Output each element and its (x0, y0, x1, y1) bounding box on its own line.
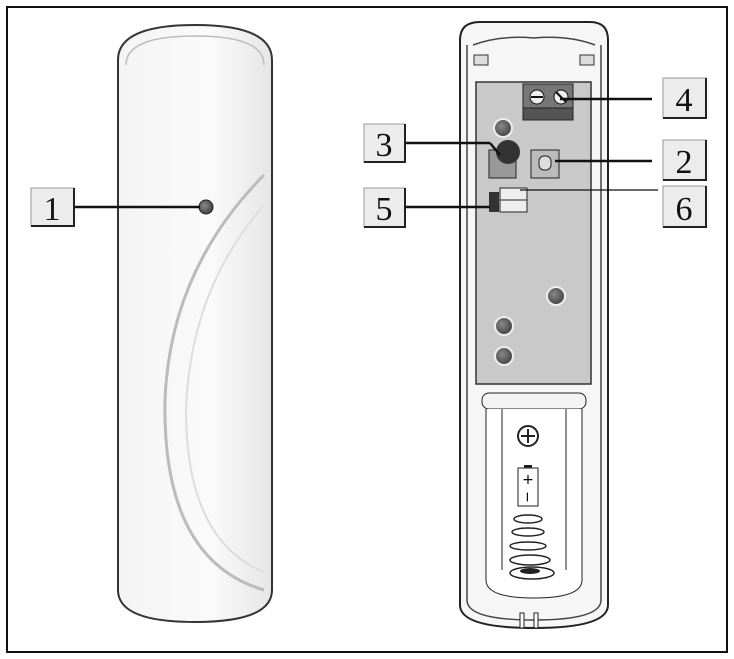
callout-3: 3 (363, 123, 406, 164)
callout-number: 3 (376, 127, 393, 164)
spring-icon (509, 514, 555, 580)
callout-number: 4 (676, 82, 693, 119)
battery-compartment: + − (481, 392, 587, 599)
device-back-view: + − (459, 21, 609, 630)
callout-number: 2 (676, 144, 693, 181)
battery-plus: + (522, 472, 534, 488)
callout-2: 2 (662, 139, 707, 181)
led-indicator-icon (198, 199, 214, 215)
terminal-block (522, 83, 574, 121)
callout-1: 1 (30, 187, 75, 228)
callout-5: 5 (363, 187, 406, 228)
callout-number: 5 (376, 191, 393, 228)
callout-6: 6 (662, 185, 707, 228)
device-front-view (117, 23, 273, 624)
callout-number: 6 (676, 191, 693, 228)
battery-minus: − (519, 491, 535, 503)
reed-switch (488, 140, 520, 179)
callout-number: 1 (44, 191, 61, 228)
tamper-switch (530, 149, 560, 179)
callout-4: 4 (662, 77, 707, 119)
leader-lines (74, 97, 658, 209)
outer-frame (6, 6, 728, 653)
jumper-connector (489, 187, 528, 213)
